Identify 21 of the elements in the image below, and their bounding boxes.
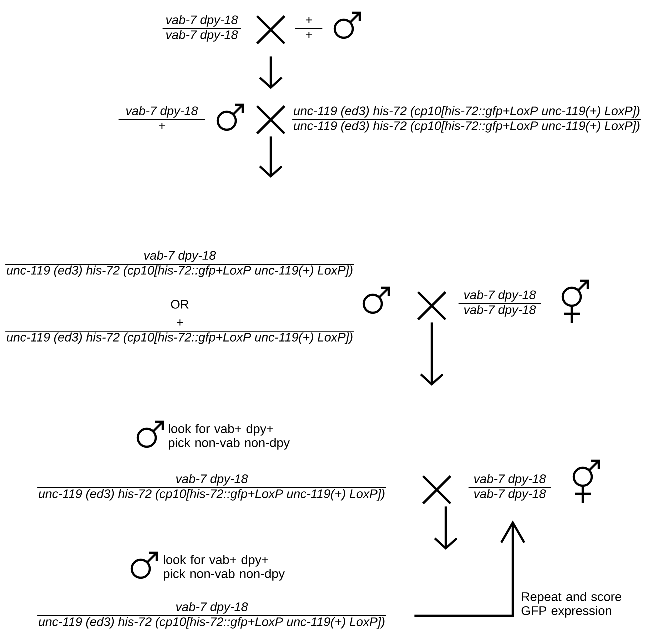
genotype-alternatives: vab-7 dpy-18 unc-119 (ed3) his-72 (cp10[his-72::gfp+LoxP unc-119(+) LoxP]) OR + unc-119 (ed3) his-72 (cp10[his-72::gfp+LoxP unc-119(+) LoxP]) (5, 250, 355, 344)
cross-symbol (256, 15, 286, 45)
arrow (420, 322, 444, 386)
arrow (259, 136, 283, 178)
note-text: look for vab+ dpy+ pick non-vab non-dpy (164, 555, 285, 581)
arrow (434, 506, 458, 550)
genotype-fraction: vab-7 dpy-18 vab-7 dpy-18 (468, 474, 552, 501)
genotype-fraction: vab-7 dpy-18 vab-7 dpy-18 (162, 15, 242, 42)
genotype-fraction: vab-7 dpy-18 unc-119 (ed3) his-72 (cp10[his-72::gfp+LoxP unc-119(+) LoxP]) (37, 474, 387, 501)
cross-symbol (417, 291, 447, 321)
genotype-fraction: unc-119 (ed3) his-72 (cp10[his-72::gfp+LoxP unc-119(+) LoxP]) unc-119 (ed3) his-72 (cp10[his-72::gfp+LoxP unc-119(+) LoxP]) (292, 106, 642, 133)
arrow (414, 520, 526, 618)
genotype-fraction: + + (294, 17, 324, 38)
genotype-fraction: vab-7 dpy-18 + (118, 106, 206, 130)
genotype-fraction: vab-7 dpy-18 unc-119 (ed3) his-72 (cp10[his-72::gfp+LoxP unc-119(+) LoxP]) (37, 602, 387, 629)
cross-symbol (422, 475, 452, 505)
edge-label: Repeat and score GFP expression (522, 592, 622, 618)
genotype-fraction: vab-7 dpy-18 vab-7 dpy-18 (458, 290, 542, 317)
cross-symbol (256, 105, 286, 135)
note-text: look for vab+ dpy+ pick non-vab non-dpy (169, 424, 290, 450)
arrow (259, 56, 283, 90)
